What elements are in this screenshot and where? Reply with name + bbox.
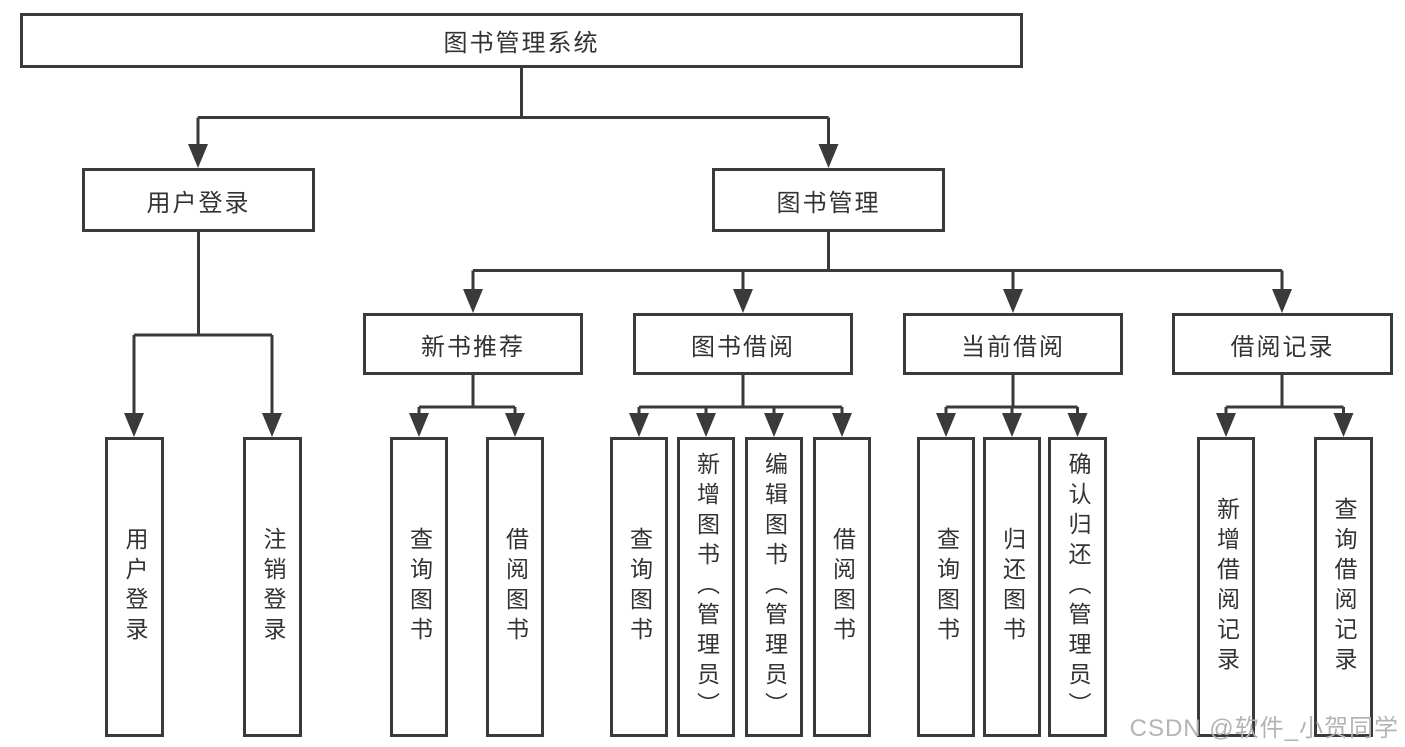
leaf-add-books-admin-label: 新增图书（管理员）	[693, 452, 720, 722]
leaf-query-books-current: 查询图书	[917, 437, 975, 737]
node-current-borrowing: 当前借阅	[903, 313, 1123, 375]
node-book-borrowing: 图书借阅	[633, 313, 853, 375]
leaf-add-books-admin: 新增图书（管理员）	[677, 437, 735, 737]
leaf-query-books-current-label: 查询图书	[933, 527, 960, 647]
leaf-edit-books-admin: 编辑图书（管理员）	[745, 437, 803, 737]
node-library-system-label: 图书管理系统	[443, 30, 600, 57]
leaf-borrow-books-borrowing: 借阅图书	[813, 437, 871, 737]
node-borrowing-records: 借阅记录	[1172, 313, 1393, 375]
leaf-edit-books-admin-label: 编辑图书（管理员）	[761, 452, 788, 722]
node-book-borrowing-label: 图书借阅	[691, 333, 795, 361]
csdn-watermark: CSDN @软件_小贺同学	[1129, 715, 1399, 742]
node-book-management-label: 图书管理	[776, 189, 881, 217]
node-new-book-recommendation: 新书推荐	[363, 313, 583, 375]
node-user-login-label: 用户登录	[146, 189, 251, 217]
leaf-logout-login: 注销登录	[243, 437, 302, 737]
leaf-borrow-books-borrowing-label: 借阅图书	[829, 527, 856, 647]
leaf-confirm-return-admin-label: 确认归还（管理员）	[1065, 452, 1091, 722]
leaf-logout-login-label: 注销登录	[260, 527, 286, 647]
leaf-borrow-books-recommend-label: 借阅图书	[502, 527, 529, 647]
leaf-add-borrow-record-label: 新增借阅记录	[1213, 497, 1240, 677]
leaf-query-books-borrowing: 查询图书	[610, 437, 668, 737]
leaf-user-login: 用户登录	[105, 437, 164, 737]
node-book-management: 图书管理	[712, 168, 945, 232]
leaf-user-login-label: 用户登录	[122, 527, 148, 647]
node-current-borrowing-label: 当前借阅	[961, 333, 1065, 361]
node-library-system: 图书管理系统	[20, 13, 1023, 68]
leaf-query-books-borrowing-label: 查询图书	[626, 527, 653, 647]
leaf-return-books: 归还图书	[983, 437, 1041, 737]
leaf-return-books-label: 归还图书	[999, 527, 1026, 647]
leaf-query-books-recommend: 查询图书	[390, 437, 448, 737]
leaf-borrow-books-recommend: 借阅图书	[486, 437, 544, 737]
leaf-add-borrow-record: 新增借阅记录	[1197, 437, 1255, 737]
leaf-query-borrow-record: 查询借阅记录	[1314, 437, 1373, 737]
leaf-query-books-recommend-label: 查询图书	[406, 527, 433, 647]
node-user-login: 用户登录	[82, 168, 315, 232]
node-new-book-recommendation-label: 新书推荐	[421, 333, 525, 361]
leaf-confirm-return-admin: 确认归还（管理员）	[1048, 437, 1107, 737]
leaf-query-borrow-record-label: 查询借阅记录	[1331, 497, 1357, 677]
node-borrowing-records-label: 借阅记录	[1230, 333, 1335, 361]
